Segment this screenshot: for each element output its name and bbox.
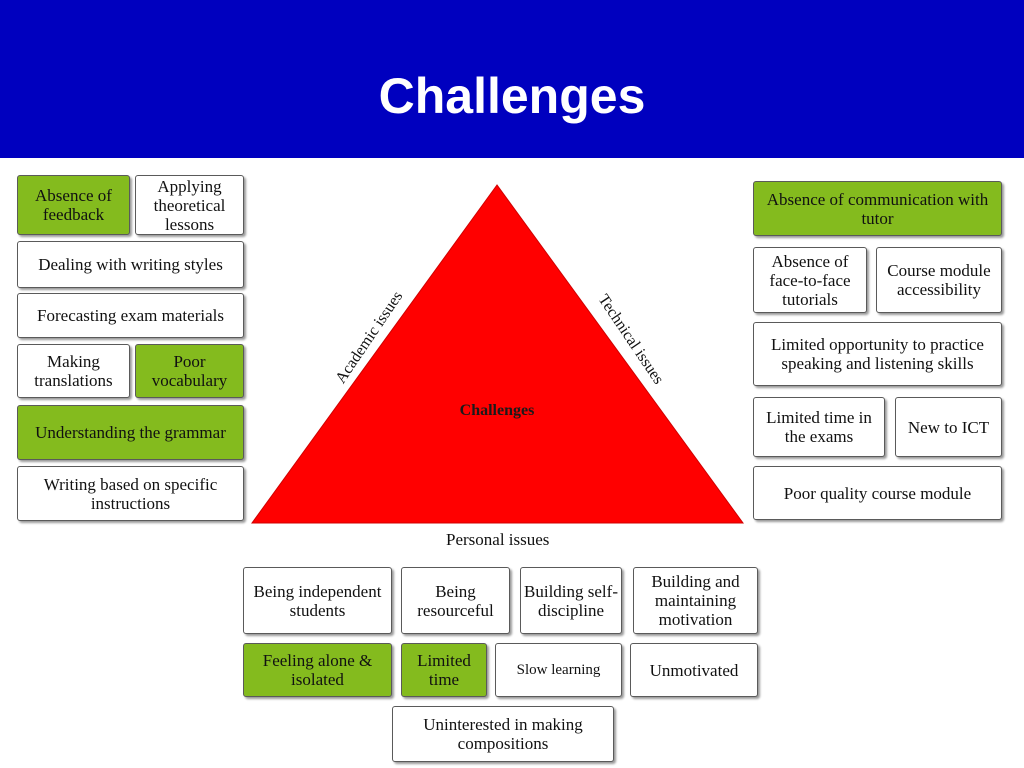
title-bar: Challenges bbox=[0, 0, 1024, 158]
box-limited-time: Limited time bbox=[401, 643, 487, 697]
box-text: Forecasting exam materials bbox=[37, 306, 224, 325]
box-text: Being resourceful bbox=[417, 581, 494, 620]
box-text: Understanding the grammar bbox=[35, 423, 226, 442]
box-text: Writing based on specific instructions bbox=[43, 474, 218, 513]
box-text: Poor vocabulary bbox=[151, 352, 228, 390]
box-forecasting-exam-materials: Forecasting exam materials bbox=[17, 293, 244, 338]
box-absence-of-communication: Absence of communication with tutor bbox=[753, 181, 1002, 236]
box-text: Building and maintaining motivation bbox=[651, 572, 740, 629]
box-text: Making translations bbox=[34, 352, 113, 390]
box-text: Limited time in the exams bbox=[766, 408, 872, 446]
box-text: Unmotivated bbox=[649, 660, 739, 680]
box-text: Dealing with writing styles bbox=[38, 255, 223, 274]
box-text: Absence of feedback bbox=[35, 186, 112, 224]
box-text: Slow learning bbox=[516, 661, 601, 678]
box-text: Absence of communication with tutor bbox=[766, 189, 989, 228]
box-limited-time-in-exams: Limited time in the exams bbox=[753, 397, 885, 457]
box-text: Poor quality course module bbox=[783, 483, 972, 503]
box-text: New to ICT bbox=[907, 417, 990, 437]
box-absence-of-face-to-face: Absence of face-to-face tutorials bbox=[753, 247, 867, 313]
box-unmotivated: Unmotivated bbox=[630, 643, 758, 697]
box-being-resourceful: Being resourceful bbox=[401, 567, 510, 634]
box-limited-opportunity: Limited opportunity to practice speaking… bbox=[753, 322, 1002, 386]
box-course-module-accessibility: Course module accessibility bbox=[876, 247, 1002, 313]
box-being-independent: Being independent students bbox=[243, 567, 392, 634]
box-understanding-the-grammar: Understanding the grammar bbox=[17, 405, 244, 460]
box-poor-quality-module: Poor quality course module bbox=[753, 466, 1002, 520]
box-writing-specific-instructions: Writing based on specific instructions bbox=[17, 466, 244, 521]
slide-title: Challenges bbox=[378, 68, 646, 124]
box-making-translations: Making translations bbox=[17, 344, 130, 398]
box-building-motivation: Building and maintaining motivation bbox=[633, 567, 758, 634]
box-text: Uninterested in making compositions bbox=[423, 715, 583, 753]
triangle-center-label: Challenges bbox=[460, 402, 535, 419]
box-text: Feeling alone & isolated bbox=[262, 651, 373, 689]
box-dealing-with-writing-styles: Dealing with writing styles bbox=[17, 241, 244, 288]
box-text: Applying theoretical lessons bbox=[153, 176, 226, 234]
box-absence-of-feedback: Absence of feedback bbox=[17, 175, 130, 235]
box-applying-theoretical-lessons: Applying theoretical lessons bbox=[135, 175, 244, 235]
box-text: Limited time bbox=[417, 651, 471, 689]
personal-issues-label: Personal issues bbox=[446, 530, 550, 549]
box-feeling-alone: Feeling alone & isolated bbox=[243, 643, 392, 697]
box-poor-vocabulary: Poor vocabulary bbox=[135, 344, 244, 398]
triangle-shape bbox=[251, 184, 744, 524]
box-text: Limited opportunity to practice speaking… bbox=[771, 335, 984, 373]
box-new-to-ict: New to ICT bbox=[895, 397, 1002, 457]
box-text: Building self-discipline bbox=[524, 581, 618, 620]
box-building-self-discipline: Building self-discipline bbox=[520, 567, 622, 634]
box-uninterested-compositions: Uninterested in making compositions bbox=[392, 706, 614, 762]
box-text: Absence of face-to-face tutorials bbox=[769, 251, 851, 309]
box-text: Course module accessibility bbox=[887, 261, 991, 299]
box-slow-learning: Slow learning bbox=[495, 643, 622, 697]
box-text: Being independent students bbox=[253, 581, 382, 620]
